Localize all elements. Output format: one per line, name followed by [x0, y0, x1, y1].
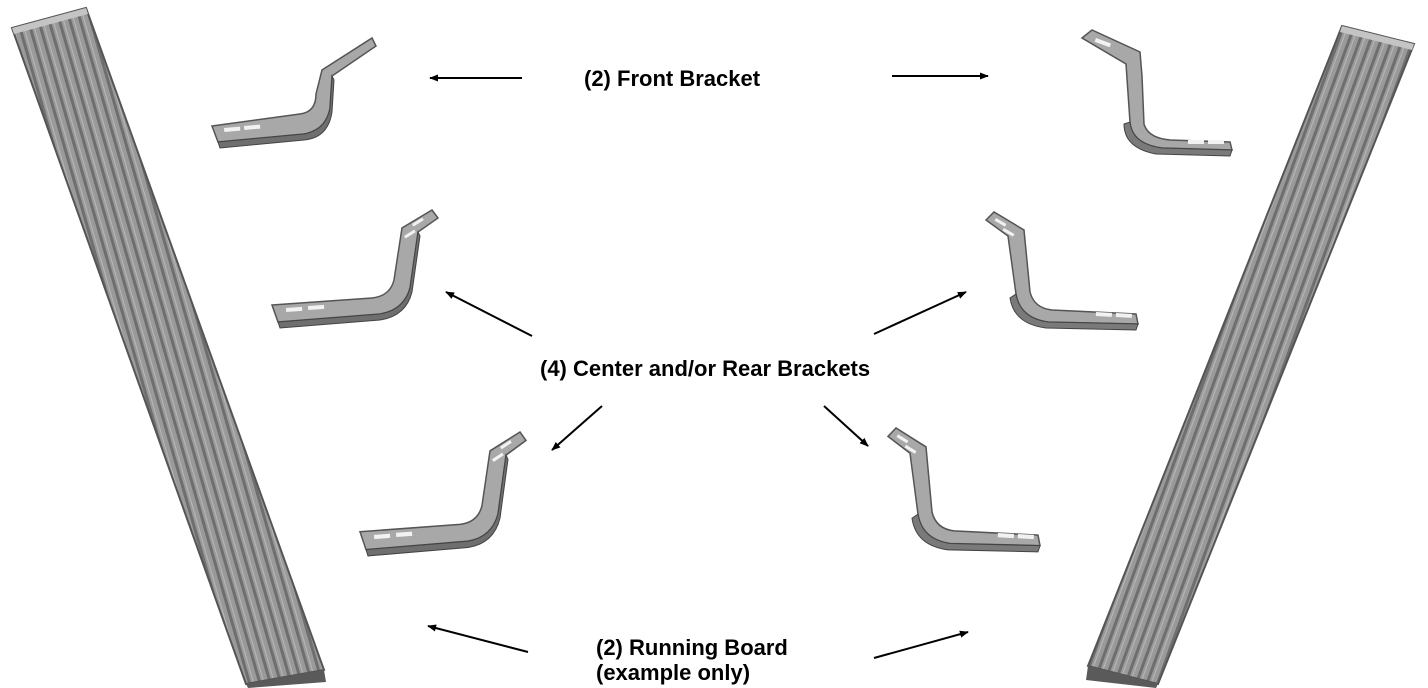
running-board-right — [1086, 24, 1416, 688]
front-bracket-left — [210, 36, 377, 149]
arrow-board-left — [427, 624, 529, 653]
label-running-board: (2) Running Board — [596, 635, 788, 660]
arrow-center-lower-left — [551, 405, 603, 451]
label-running-board-note: (example only) — [596, 660, 751, 685]
label-front-bracket: (2) Front Bracket — [584, 66, 761, 91]
front-bracket-right — [1080, 29, 1233, 157]
arrow-center-upper-right — [873, 291, 967, 335]
rear-bracket-left-lower — [359, 431, 527, 557]
running-board-left — [10, 6, 326, 688]
arrow-board-right — [873, 630, 969, 659]
rear-bracket-right-lower — [887, 427, 1041, 553]
arrow-center-lower-right — [823, 405, 869, 447]
arrow-center-upper-left — [445, 291, 533, 337]
center-bracket-right-upper — [985, 211, 1139, 331]
label-center-rear-brackets: (4) Center and/or Rear Brackets — [540, 356, 871, 381]
center-bracket-left-upper — [271, 209, 439, 329]
